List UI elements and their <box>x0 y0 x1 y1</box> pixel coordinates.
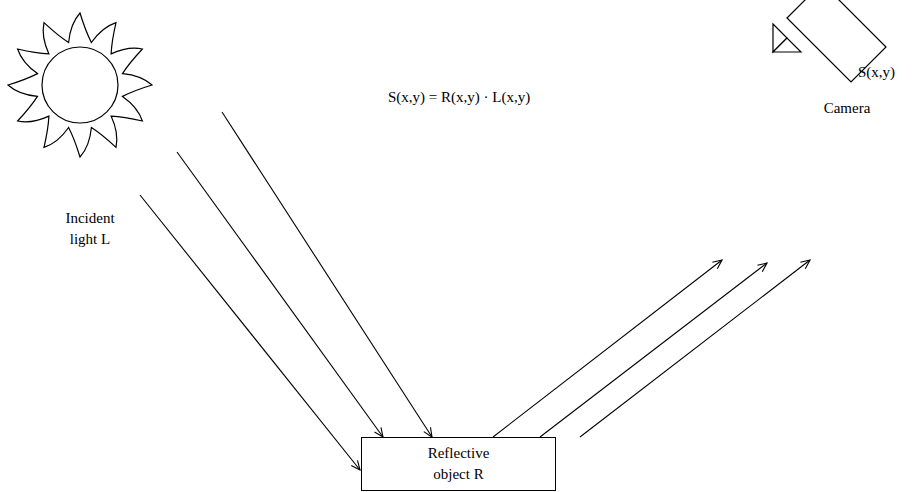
sun-symbol <box>5 8 155 163</box>
signal-label: S(x,y) <box>858 62 895 82</box>
camera-mount <box>773 38 801 52</box>
reflective-object-box: Reflective object R <box>361 437 556 491</box>
light-ray-arrow <box>540 263 767 437</box>
sun-light-source: Incident light L <box>5 8 155 163</box>
light-ray-arrow <box>580 260 810 437</box>
light-ray-arrow <box>222 112 432 437</box>
node-caption: Camera <box>812 98 882 119</box>
sun-disc <box>42 47 118 123</box>
light-ray-arrow <box>493 260 722 437</box>
sun-rays <box>8 13 152 157</box>
box-label: Reflective object R <box>414 443 504 485</box>
formula: S(x,y) = R(x,y) · L(x,y) <box>388 87 530 107</box>
light-ray-arrow <box>177 152 383 437</box>
node-caption: Incident light L <box>55 208 125 250</box>
light-ray-arrow <box>140 195 360 470</box>
